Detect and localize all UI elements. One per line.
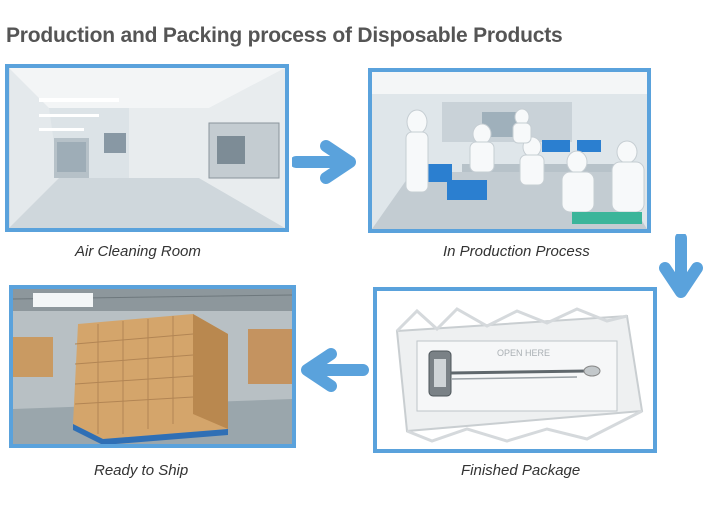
step-ready-to-ship-label: Ready to Ship — [94, 462, 189, 479]
step-air-cleaning-room-label: Air Cleaning Room — [75, 243, 201, 260]
step-in-production-process-label: In Production Process — [443, 243, 590, 260]
arrow-left-icon — [297, 345, 369, 395]
step-ready-to-ship-photo — [9, 285, 296, 448]
step-in-production-process-photo — [368, 68, 651, 233]
svg-text:OPEN HERE: OPEN HERE — [497, 348, 550, 358]
step-finished-package-photo: OPEN HERE — [373, 287, 657, 453]
arrow-down-icon — [656, 234, 706, 300]
page-title: Production and Packing process of Dispos… — [6, 24, 563, 47]
arrow-right-icon — [292, 138, 360, 186]
step-finished-package-label: Finished Package — [461, 462, 581, 479]
step-air-cleaning-room-photo — [5, 64, 289, 232]
